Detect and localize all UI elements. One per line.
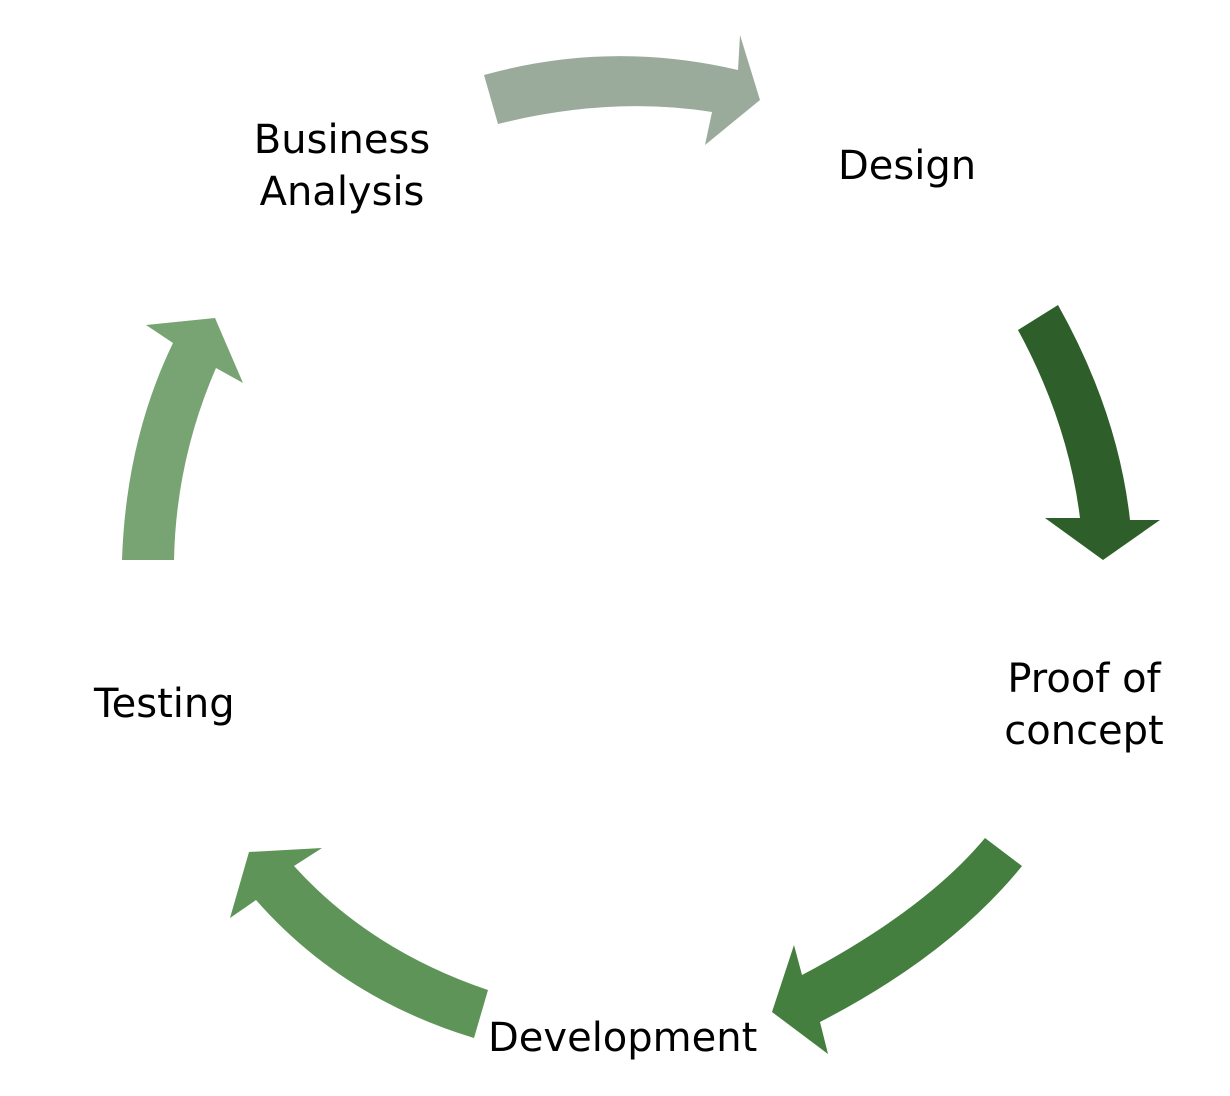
stage-label-line: Analysis xyxy=(259,169,425,215)
stage-label-line: Testing xyxy=(94,681,235,727)
arrow-development-to-testing xyxy=(230,848,488,1038)
stage-label-line: Business xyxy=(253,117,431,163)
arrow-business-analysis-to-design xyxy=(484,35,760,145)
stage-design: Design xyxy=(838,140,976,192)
stage-label-line: Design xyxy=(838,143,977,189)
arrow-testing-to-business-analysis xyxy=(122,318,243,560)
stage-business-analysis: Business Analysis xyxy=(254,114,430,218)
stage-testing: Testing xyxy=(94,678,235,730)
stage-development: Development xyxy=(488,1012,757,1064)
stage-label-line: concept xyxy=(1004,708,1164,754)
arrow-design-to-proof-of-concept xyxy=(1018,305,1160,560)
stage-proof-of-concept: Proof of concept xyxy=(1004,653,1164,757)
arrow-proof-of-concept-to-development xyxy=(772,838,1022,1054)
stage-label-line: Proof of xyxy=(1007,656,1161,702)
stage-label-line: Development xyxy=(488,1015,758,1061)
